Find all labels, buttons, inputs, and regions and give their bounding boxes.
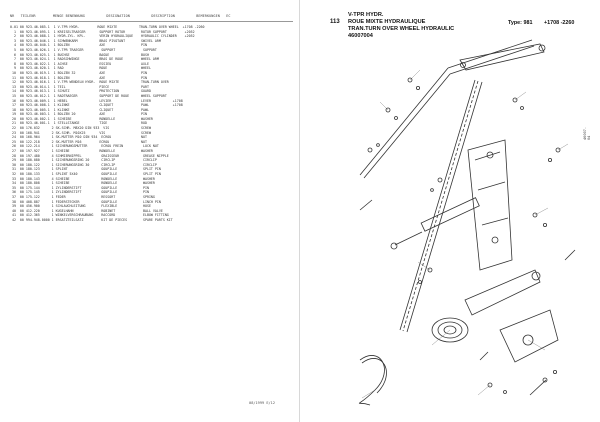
leader-lines — [361, 69, 569, 399]
parts-list-row: 41 00 412.365 1 WINKELVERSCHRAUBUNG RACC… — [10, 213, 169, 218]
parts-list-row: 13 00 923.46.014.1 1 TEIL PIECE PART — [10, 84, 149, 89]
title-line-3: TRAN.TURN OVER WHEEL HYDRAULIC — [348, 26, 455, 32]
parts-list-row: 24 00 168.964 1 SK-MUTTER M10 DIN 934 EC… — [10, 135, 147, 140]
parts-list-row: 22 00 176.032 2 SK-SCHR. M8X20 DIN 933 V… — [10, 126, 151, 131]
parts-list-row: 11 00 923.46.018.1 1 BOLZEN AXE PIN — [10, 75, 147, 80]
parts-list-row: 9 00 923.46.020.1 1 RAD ROUE WHEEL — [10, 66, 151, 71]
parts-list-row: 33 00 180.143 4 SCHEIBE RONDELLE WASHER — [10, 176, 155, 181]
parts-list-row: 42 00 994.948.0000 1 ERSATZTEILSATZ KIT … — [10, 217, 173, 222]
parts-list-row: 35 00 175.144 1 ZYLINDERSTIFT GOUPILLE P… — [10, 185, 149, 190]
title-line-1: V-TPR HYDR. — [348, 12, 384, 18]
title-line-4: 46007004 — [348, 33, 373, 39]
parts-list-rows: 0.01 00 923.46.085.1 1 V-TPR HYDR. ROUE … — [10, 25, 293, 223]
parts-list-row: 1 00 923.46.095.1 1 KREISELTRAEGER SUPPO… — [10, 29, 195, 34]
parts-list-row: 25 00 122.218 2 SK-MUTTER M16 ECROU NUT — [10, 139, 147, 144]
parts-list-row: 39 00 456.900 1 SCHLAUCHLEITUNG FLEXIBLE… — [10, 204, 151, 209]
parts-list-row: 7 00 923.46.024.1 1 RADSCHWINGE BRAS DE … — [10, 57, 159, 62]
parts-list-row: 14 00 923.46.013.1 1 SCHUTZ PROTECTION G… — [10, 89, 151, 94]
parts-list-row: 32 00 180.133 1 SPLINT 5X40 GOUPILLE SPL… — [10, 172, 161, 176]
parts-list-row: 0.01 00 923.46.085.1 1 V-TPR HYDR. ROUE … — [10, 25, 205, 29]
type-label: Type: 981 — [508, 20, 533, 26]
hydraulic-cylinder — [390, 197, 480, 250]
exploded-parts-diagram — [358, 39, 576, 406]
parts-list-row: 10 00 923.46.019.1 1 BOLZEN 32 AXE PIN — [10, 70, 147, 75]
parts-list-row: 23 00 168.941 2 SK-SCHR. M10X25 VIS SCRE… — [10, 130, 151, 135]
parts-list-row: 34 00 180.808 1 SCHEIBE RONDELLE WASHER — [10, 181, 155, 186]
parts-list-row: 12 00 923.46.016.1 1 V-TPR WENDELN HYDR.… — [10, 80, 169, 85]
parts-list-row: 17 00 923.46.008.1 1 KLINKE CLIQUET PAWL… — [10, 103, 183, 108]
diagram-page: 113 V-TPR HYDR. ROUE MIXTE HYDRAULIQUE T… — [300, 0, 600, 422]
parts-list-row: 37 00 175.122 1 FEDER RESSORT SPRING — [10, 194, 155, 199]
parts-list-row: 18 00 923.46.005.1 1 KLINKE CLIQUET PAWL — [10, 107, 149, 112]
parts-list-row: 36 00 175.145 1 ZYLINDERSTIFT GOUPILLE P… — [10, 190, 149, 195]
title-line-2: ROUE MIXTE HYDRAULIQUE — [348, 19, 426, 25]
parts-list-row: 5 00 923.46.026.1 1 V-TPR TRAEGER SUPPOR… — [10, 47, 157, 52]
parts-list-header: NR TEILENR MENGE BENENNUNG DESIGNATION D… — [10, 14, 231, 18]
rotor-beam-main — [399, 79, 483, 333]
parts-list-row: 20 00 923.46.002.1 1 SCHEIBE RONDELLE WA… — [10, 116, 153, 121]
wheel-arm — [464, 269, 559, 363]
parts-list-row: 31 00 180.123 1 SPLINT GOUPILLE SPLIT PI… — [10, 167, 161, 172]
parts-list-row: 4 00 923.46.040.1 1 BOLZEN AXE PIN — [10, 43, 147, 48]
parts-list-row: 21 00 923.46.001.1 1 STELLSTANGE TIGE RO… — [10, 121, 147, 126]
parts-list-row: 6 00 923.46.025.1 1 BUCHSE BAGUE BUSH — [10, 52, 149, 57]
parts-list-row: 28 00 197.480 4 SCHMIERNIPPEL GRAISSEUR … — [10, 153, 169, 158]
hydraulic-hose — [358, 355, 387, 406]
parts-list-row: 2 00 923.46.088.1 1 HYDR.ZYL. KPL. VERIN… — [10, 34, 195, 39]
parts-list-row: 38 00 408.887 1 FEDERSTECKER GOUPILLE LI… — [10, 199, 161, 204]
header-divider — [10, 21, 293, 22]
frame-upright — [467, 139, 513, 271]
parts-list-row: 26 00 122.214 1 SICHERUNGSMUTTER ECROU F… — [10, 144, 159, 149]
parts-list-row: 40 00 412.220 1 KUGELHAHN ROBINET BALL V… — [10, 208, 163, 213]
parts-list-row: 27 00 197.927 1 SCHEIBE RONDELLE WASHER — [10, 149, 153, 154]
page-footer-code: 08/1999 E/12 — [249, 401, 275, 405]
serial-range: +1708 -2260 — [544, 20, 575, 26]
parts-list-row: 19 00 923.46.003.1 1 BOLZEN 20 AXE PIN — [10, 112, 147, 117]
loose-parts — [359, 77, 576, 396]
parts-list-page: NR TEILENR MENGE BENENNUNG DESIGNATION D… — [10, 0, 300, 422]
parts-list-row: 3 00 923.46.046.1 1 SCHWENKARM BRAS PIVO… — [10, 38, 161, 43]
page-number: 113 — [330, 19, 340, 25]
parts-list-row: 30 00 180.122 1 SICHERUNGSRING 30 CIRCLI… — [10, 162, 157, 167]
wheel — [431, 317, 469, 343]
parts-list-row: 15 00 923.46.012.1 1 RADTRAEGER SUPPORT … — [10, 93, 167, 98]
parts-list-row: 16 00 923.46.009.1 1 HEBEL LEVIER LEVER … — [10, 98, 183, 103]
parts-list-row: 29 00 180.080 1 SICHERUNGSRING 20 CIRCLI… — [10, 158, 157, 163]
parts-list-row: 8 00 923.46.022.1 1 ACHSE ESSIEU AXLE — [10, 61, 149, 66]
top-cross-arm — [459, 43, 546, 71]
